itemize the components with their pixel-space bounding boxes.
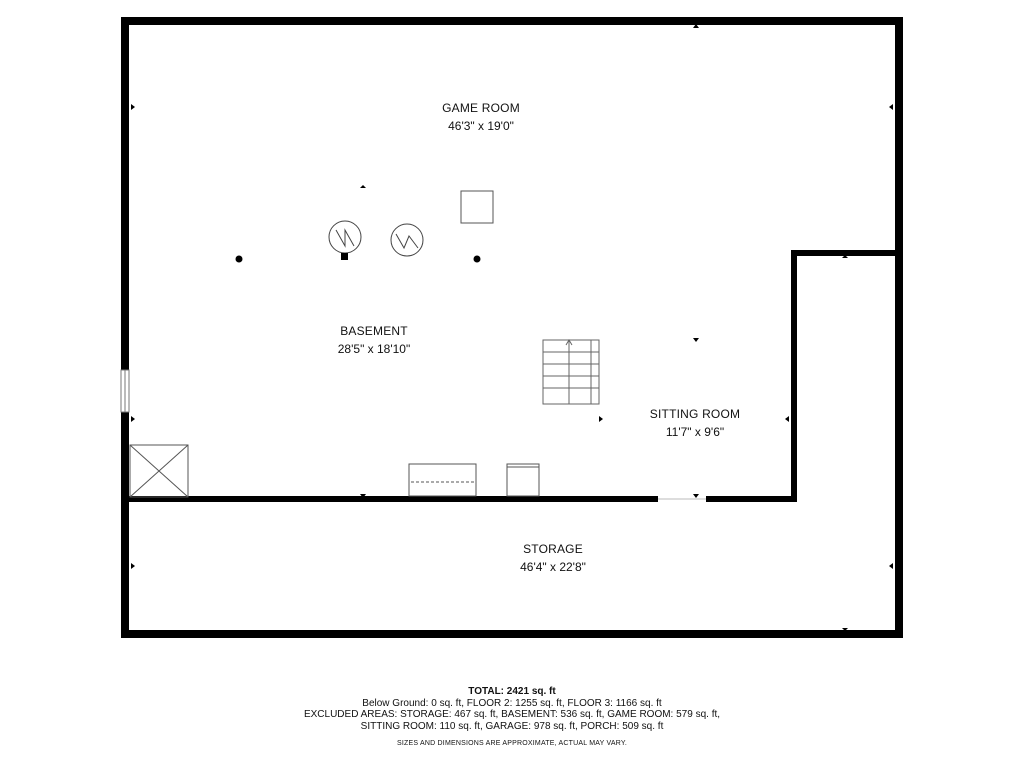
column-icon bbox=[235, 255, 243, 263]
area-summary: TOTAL: 2421 sq. ft Below Ground: 0 sq. f… bbox=[0, 686, 1024, 750]
staircase-icon bbox=[542, 339, 600, 405]
room-label-basement: BASEMENT 28'5" x 18'10" bbox=[338, 322, 411, 358]
appliance-icon bbox=[506, 463, 540, 497]
wall-right-upper bbox=[895, 17, 903, 258]
column-icon bbox=[473, 255, 481, 263]
room-dimensions: 46'3" x 19'0" bbox=[448, 119, 514, 133]
wall-sitting-top bbox=[791, 250, 903, 256]
water-heater-icon bbox=[328, 220, 362, 260]
summary-line-excluded: EXCLUDED AREAS: STORAGE: 467 sq. ft, BAS… bbox=[303, 709, 721, 720]
room-name: STORAGE bbox=[523, 542, 583, 556]
wall-sitting-left bbox=[791, 250, 797, 502]
room-label-sitting-room: SITTING ROOM 11'7" x 9'6" bbox=[650, 405, 740, 441]
window-icon bbox=[120, 369, 130, 413]
square-fixture-icon bbox=[460, 190, 494, 224]
counter-icon bbox=[408, 463, 477, 497]
room-dimensions: 11'7" x 9'6" bbox=[665, 425, 725, 439]
interior-walls bbox=[121, 250, 903, 502]
room-label-storage: STORAGE 46'4" x 22'8" bbox=[520, 540, 586, 576]
wall-bottom bbox=[121, 630, 903, 638]
exterior-walls bbox=[121, 17, 903, 638]
room-name: GAME ROOM bbox=[442, 101, 520, 115]
wall-top bbox=[121, 17, 903, 25]
wall-storage-left bbox=[121, 496, 658, 502]
wall-storage-right bbox=[706, 496, 797, 502]
room-name: BASEMENT bbox=[340, 324, 408, 338]
room-dimensions: 46'4" x 22'8" bbox=[520, 560, 586, 574]
dimension-markers bbox=[131, 24, 893, 631]
wall-left-upper bbox=[121, 17, 129, 370]
room-dimensions: 28'5" x 18'10" bbox=[337, 342, 411, 356]
wall-right-lower bbox=[895, 250, 903, 638]
total-area: TOTAL: 2421 sq. ft bbox=[468, 686, 556, 697]
furnace-icon bbox=[390, 223, 424, 257]
room-name: SITTING ROOM bbox=[649, 407, 741, 421]
disclaimer: SIZES AND DIMENSIONS ARE APPROXIMATE, AC… bbox=[397, 740, 627, 747]
room-label-game-room: GAME ROOM 46'3" x 19'0" bbox=[442, 99, 520, 135]
summary-line-floors: Below Ground: 0 sq. ft, FLOOR 2: 1255 sq… bbox=[362, 697, 662, 709]
wall-left-lower bbox=[121, 412, 129, 638]
floor-plan bbox=[120, 17, 903, 638]
summary-line-excluded-cont: SITTING ROOM: 110 sq. ft, GARAGE: 978 sq… bbox=[360, 720, 664, 732]
utility-box-icon bbox=[129, 444, 189, 498]
